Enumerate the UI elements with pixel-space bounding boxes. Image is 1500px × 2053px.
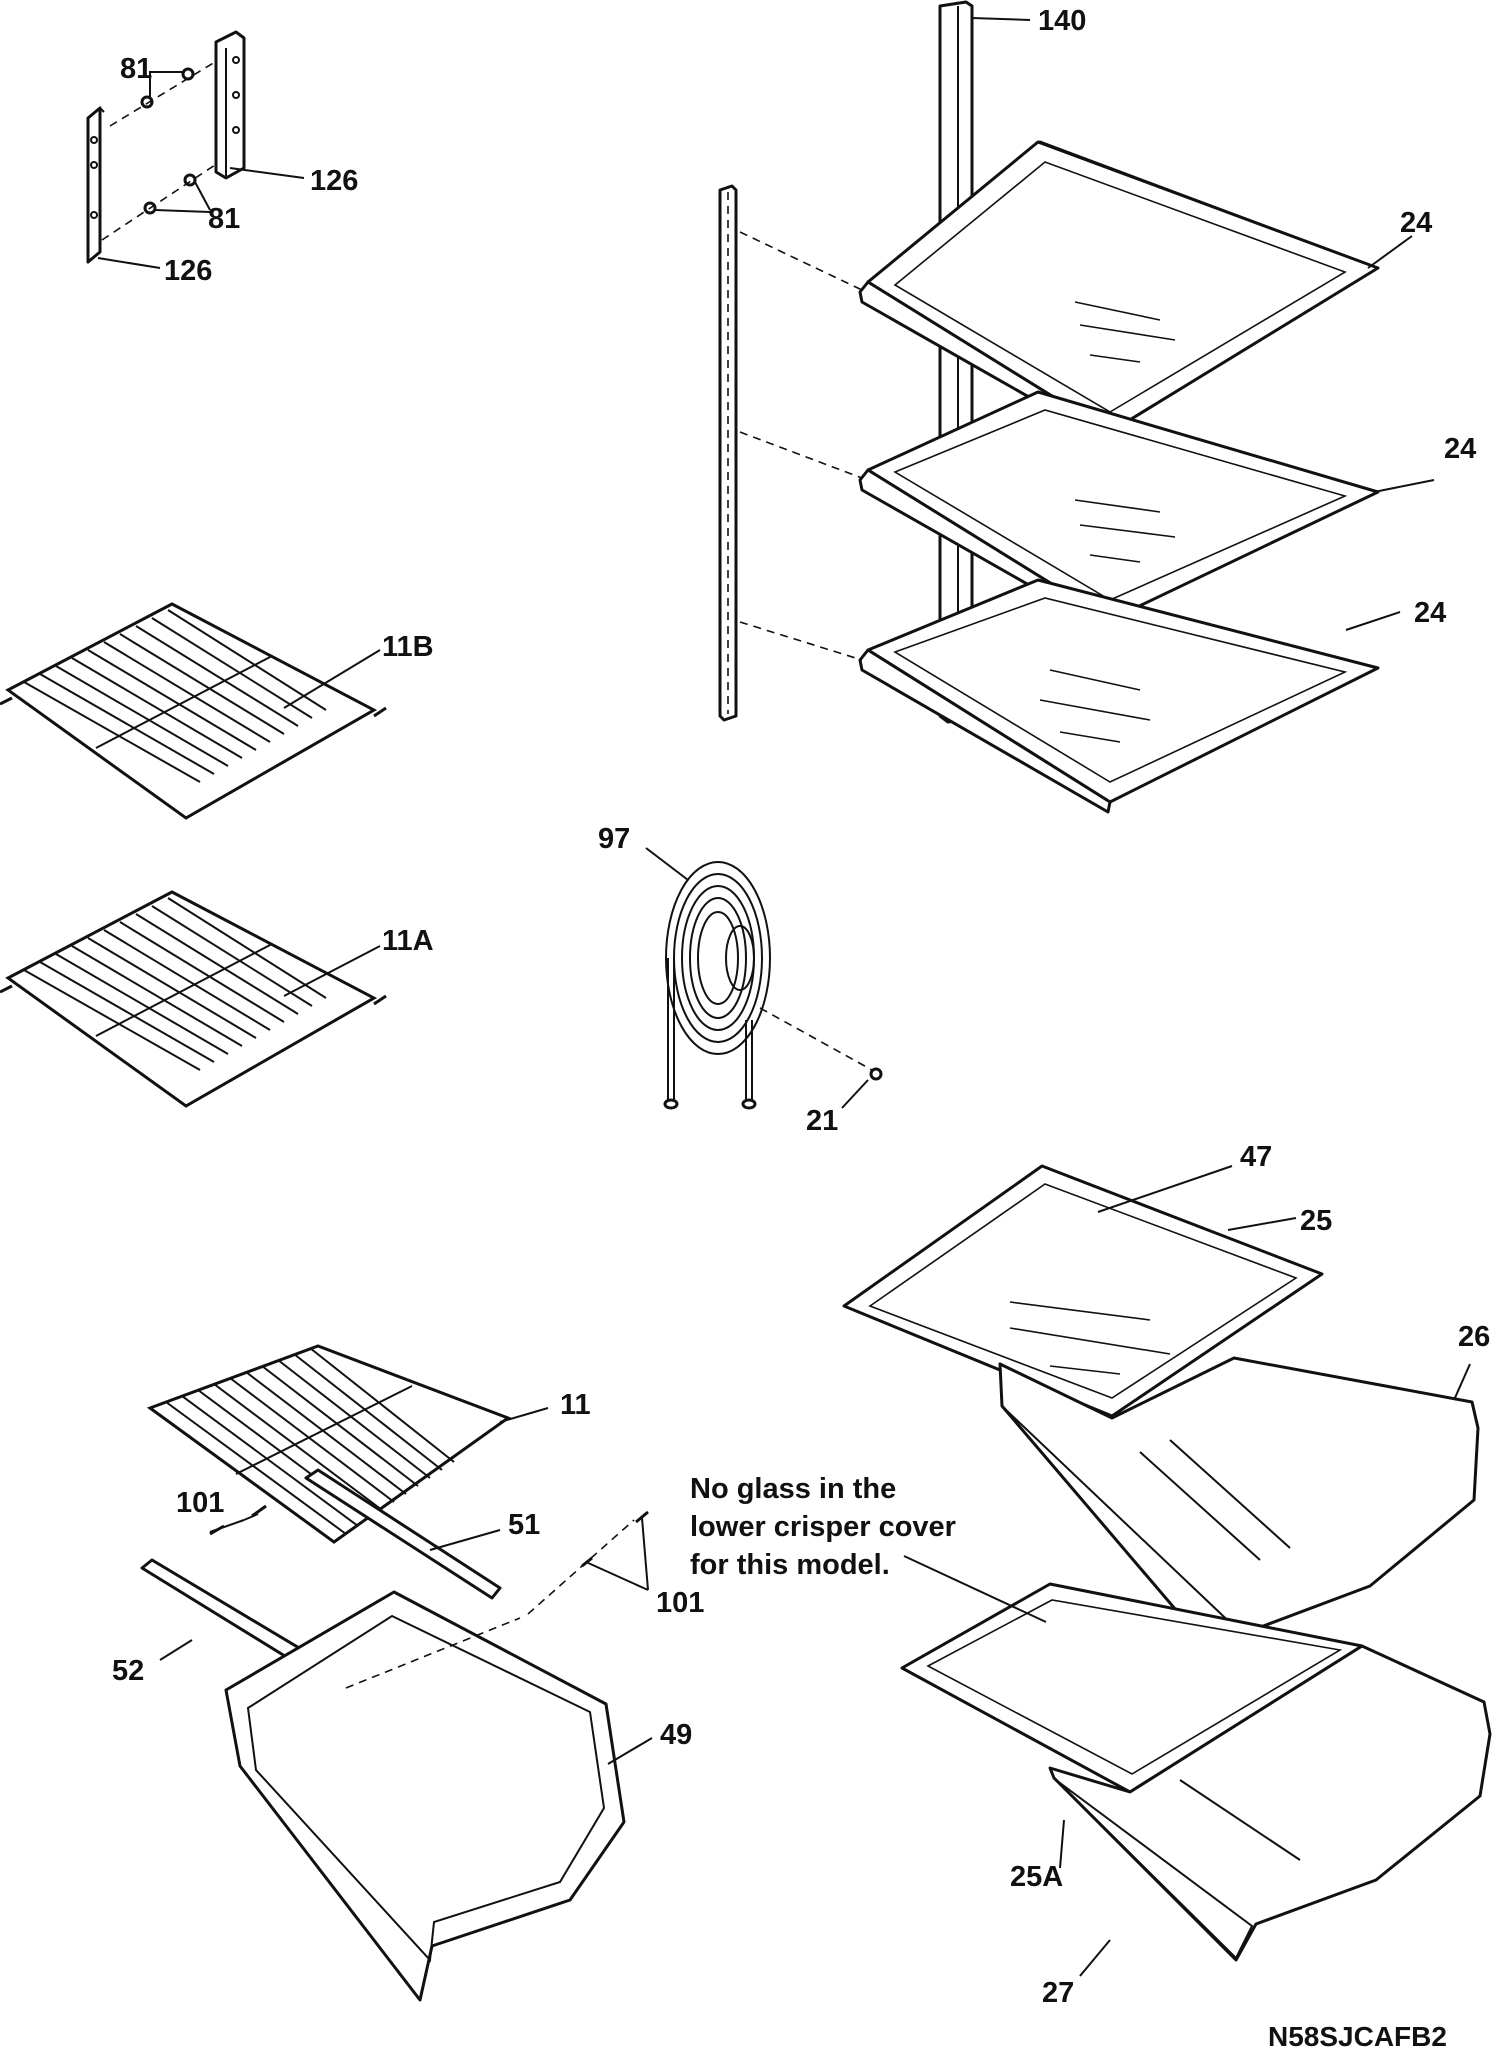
label-26: 26 bbox=[1458, 1321, 1490, 1353]
wire-shelf-11a bbox=[0, 890, 387, 1108]
bracket-screws bbox=[101, 61, 216, 241]
part-labels: 140 81 81 126 126 24 24 24 11B 11A 97 21… bbox=[112, 5, 1490, 2009]
label-24-top: 24 bbox=[1400, 207, 1432, 239]
wire-shelf-11b bbox=[0, 602, 387, 820]
label-52: 52 bbox=[112, 1655, 144, 1687]
label-11b: 11B bbox=[382, 631, 434, 663]
label-51: 51 bbox=[508, 1509, 540, 1541]
glass-shelf-top bbox=[739, 140, 1380, 444]
crisper-drawer-lower bbox=[1048, 1644, 1492, 1977]
label-101-right: 101 bbox=[656, 1587, 704, 1619]
crisper-cover-upper bbox=[842, 1164, 1324, 1418]
label-25: 25 bbox=[1300, 1205, 1332, 1237]
shelf-rail-front bbox=[718, 184, 738, 722]
label-140: 140 bbox=[1038, 5, 1086, 37]
meat-keeper-drawer bbox=[224, 1590, 653, 2002]
glass-shelf-bottom bbox=[739, 578, 1380, 814]
label-11: 11 bbox=[560, 1389, 591, 1421]
model-note: No glass in the lower crisper cover for … bbox=[690, 1473, 956, 1581]
note-line-2: lower crisper cover bbox=[690, 1511, 956, 1543]
label-21: 21 bbox=[806, 1105, 838, 1137]
label-25a: 25A bbox=[1010, 1861, 1063, 1893]
bracket-leaders bbox=[97, 71, 305, 269]
label-101-left: 101 bbox=[176, 1487, 224, 1519]
label-11a: 11A bbox=[382, 925, 434, 957]
glass-shelf-leaders bbox=[1345, 235, 1435, 631]
shelf-bracket-right bbox=[214, 30, 246, 180]
label-24-bottom: 24 bbox=[1414, 597, 1446, 629]
label-97: 97 bbox=[598, 823, 630, 855]
shelf-bracket-left bbox=[86, 106, 105, 264]
note-line-1: No glass in the bbox=[690, 1473, 896, 1505]
drawer-slide-right bbox=[304, 1468, 502, 1600]
label-81-upper: 81 bbox=[120, 53, 152, 85]
label-126-right: 126 bbox=[310, 165, 358, 197]
label-81-lower: 81 bbox=[208, 203, 240, 235]
label-49: 49 bbox=[660, 1719, 692, 1751]
slide-screws bbox=[209, 1504, 649, 1615]
wire-shelf-11 bbox=[146, 1344, 549, 1544]
tubing-coil bbox=[645, 847, 883, 1110]
label-47: 47 bbox=[1240, 1141, 1272, 1173]
label-24-middle: 24 bbox=[1444, 433, 1476, 465]
note-line-3: for this model. bbox=[690, 1549, 890, 1581]
model-code: N58SJCAFB2 bbox=[1268, 2021, 1447, 2052]
label-126-left: 126 bbox=[164, 255, 212, 287]
label-27: 27 bbox=[1042, 1977, 1074, 2009]
